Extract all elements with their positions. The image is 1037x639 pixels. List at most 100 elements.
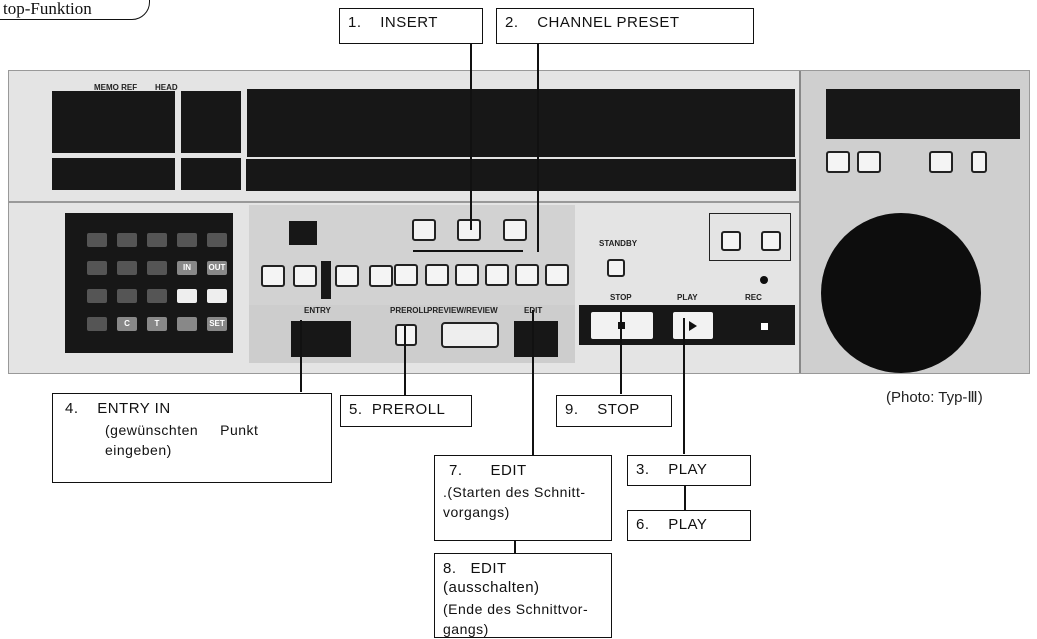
label-entry-num: 4. [65, 400, 79, 417]
label-entry-sub1b: Punkt [220, 422, 258, 438]
control-right-button[interactable] [761, 231, 781, 251]
label-play1-num: 3. [636, 461, 650, 478]
display-left-bottom [52, 158, 175, 190]
leader-line-entry [300, 320, 302, 392]
display-small-bottom [181, 158, 241, 190]
section-header-tab: top-Funktion [0, 0, 150, 20]
set-key[interactable]: SET [207, 317, 227, 331]
split-lever[interactable] [321, 261, 331, 299]
leader-line-play2 [684, 484, 686, 510]
split-left-button[interactable] [261, 265, 285, 287]
leader-line-preroll [404, 326, 406, 396]
preroll-label: PREROLL [390, 306, 428, 315]
control-left-button[interactable] [721, 231, 741, 251]
var-memory-button[interactable] [971, 151, 987, 173]
label-edit-end-sub2: gangs) [443, 621, 603, 639]
preview-review-button[interactable] [441, 322, 499, 348]
label-channel-preset: 2. CHANNEL PRESET [496, 8, 754, 44]
stop-button[interactable] [591, 312, 653, 339]
leader-line-stop [620, 312, 622, 394]
video-button[interactable] [503, 219, 527, 241]
play-icon [689, 321, 697, 331]
label-entry-sub1: (gewünschten [105, 422, 198, 438]
section-header-text: top-Funktion [3, 0, 92, 18]
shuttle-button[interactable] [826, 151, 850, 173]
label-play-2: 6. PLAY [627, 510, 751, 541]
label-insert: 1. INSERT [339, 8, 483, 44]
play-button[interactable] [673, 312, 713, 339]
ch3-button[interactable] [455, 264, 479, 286]
c-key[interactable]: C [117, 317, 137, 331]
label-edit-sub2: vorgangs) [443, 504, 603, 522]
leader-line-edit [532, 310, 534, 455]
search-dial[interactable] [821, 213, 981, 373]
out-key[interactable]: OUT [207, 261, 227, 275]
split-b-button[interactable] [335, 265, 359, 287]
display-small [181, 91, 241, 153]
label-entry-in: 4. ENTRY IN (gewünschten Punkt eingeben) [52, 393, 332, 483]
photo-caption: (Photo: Typ-Ⅲ) [886, 388, 983, 406]
keypad: IN OUT C T SET [65, 213, 233, 353]
label-edit-end: 8. EDIT (ausschalten) (Ende des Schnittv… [434, 553, 612, 638]
var-button[interactable] [929, 151, 953, 173]
label-edit-sub1: .(Starten des Schnitt- [443, 484, 603, 502]
label-edit-start: 7. EDIT .(Starten des Schnitt- vorgangs) [434, 455, 612, 541]
leader-line-play [683, 318, 685, 454]
label-preroll-num: 5. [349, 401, 363, 418]
leader-line-channel-h [413, 250, 523, 252]
divider [9, 201, 799, 203]
label-insert-text: INSERT [380, 14, 438, 31]
label-channel-num: 2. [505, 14, 519, 31]
split-a-button[interactable] [293, 265, 317, 287]
rec-button[interactable] [761, 323, 768, 330]
dub-button[interactable] [369, 265, 393, 287]
label-stop-num: 9. [565, 401, 579, 418]
label-play-1: 3. PLAY [627, 455, 751, 486]
display-right [826, 89, 1020, 139]
play-panel-label: PLAY [677, 293, 698, 302]
label-edit-end-num: 8. [443, 560, 457, 577]
in-key[interactable]: IN [177, 261, 197, 275]
preview-review-label: PREVIEW/REVIEW [427, 306, 498, 315]
label-stop-text: STOP [597, 401, 640, 418]
label-play2-text: PLAY [668, 516, 707, 533]
display-main [247, 89, 795, 157]
preroll-button[interactable] [395, 324, 417, 346]
label-entry-sub2: eingeben) [65, 442, 319, 460]
label-edit-num: 7. [449, 462, 463, 479]
ch4-button[interactable] [485, 264, 509, 286]
label-edit-text: EDIT [491, 462, 527, 479]
label-edit-end-sub1: (Ende des Schnittvor- [443, 601, 603, 619]
display-strip [246, 159, 796, 191]
edit-button[interactable] [514, 321, 558, 357]
t-key[interactable]: T [147, 317, 167, 331]
jog-button[interactable] [857, 151, 881, 173]
leader-line-channel [537, 44, 539, 252]
display-left-top [52, 91, 175, 153]
label-play1-text: PLAY [668, 461, 707, 478]
label-preroll-text: PREROLL [372, 401, 446, 418]
label-entry-text: ENTRY IN [97, 400, 170, 417]
ch5-button[interactable] [515, 264, 539, 286]
assemble-button[interactable] [412, 219, 436, 241]
leader-line-edit2 [514, 540, 516, 554]
standby-label: STANDBY [599, 239, 637, 248]
standby-button[interactable] [607, 259, 625, 277]
rec-panel-label: REC [745, 293, 762, 302]
auto-button[interactable] [289, 221, 317, 245]
indicator-lamp [760, 276, 768, 284]
stop-panel-label: STOP [610, 293, 632, 302]
label-channel-text: CHANNEL PRESET [537, 14, 679, 31]
label-insert-num: 1. [348, 14, 362, 31]
ch1-button[interactable] [394, 264, 418, 286]
leader-line-insert [470, 44, 472, 230]
insert-button[interactable] [457, 219, 481, 241]
entry-label: ENTRY [304, 306, 331, 315]
ch6-button[interactable] [545, 264, 569, 286]
ch2-button[interactable] [425, 264, 449, 286]
label-stop: 9. STOP [556, 395, 672, 427]
vtr-panel-photo: MEMO REF HEAD IN OUT C T SET [8, 70, 1030, 374]
label-preroll: 5. PREROLL [340, 395, 472, 427]
label-play2-num: 6. [636, 516, 650, 533]
label-edit-end-text: EDIT (ausschalten) [443, 560, 540, 596]
